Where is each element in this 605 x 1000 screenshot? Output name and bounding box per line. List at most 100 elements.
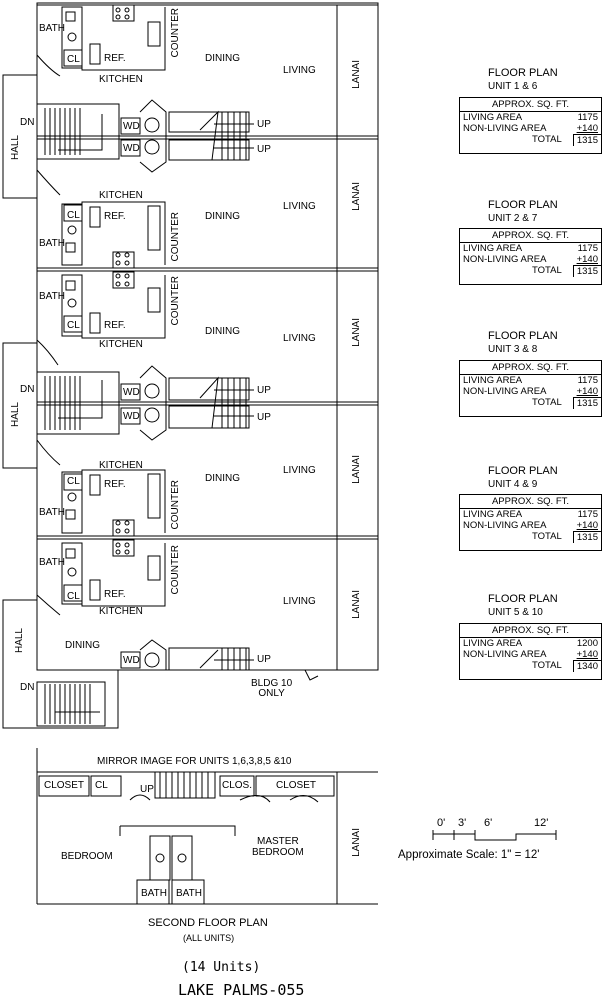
total-value: 1315 bbox=[572, 134, 601, 146]
room-label-lanai: LANAI bbox=[351, 590, 362, 619]
unit-1-core bbox=[61, 4, 166, 71]
room-label-living: LIVING bbox=[283, 333, 316, 344]
room-label-bath: BATH bbox=[39, 238, 65, 249]
room-label-bath: BATH bbox=[39, 23, 65, 34]
stair-label-up: UP bbox=[257, 385, 271, 396]
total-value: 1315 bbox=[572, 397, 601, 409]
room-label-closet: CLOSET bbox=[44, 780, 85, 791]
floor-plan-title: FLOOR PLAN bbox=[488, 330, 558, 342]
stair-label-up: UP bbox=[257, 654, 271, 665]
sqft-header: APPROX. SQ. FT. bbox=[460, 98, 601, 112]
scale-tick-6: 6' bbox=[484, 817, 493, 829]
room-label-counter: COUNTER bbox=[170, 8, 181, 58]
nonliving-area-label: NON-LIVING AREA bbox=[463, 254, 547, 265]
room-label-cl: CL bbox=[95, 780, 108, 791]
unit-4-core bbox=[61, 469, 166, 537]
room-label-kitchen: KITCHEN bbox=[99, 339, 143, 350]
stair-block-1 bbox=[36, 99, 254, 173]
living-area-value: 1175 bbox=[577, 112, 598, 123]
appliance-label-wd: WD bbox=[123, 387, 140, 398]
room-label-cl: CL bbox=[67, 476, 80, 487]
scale-caption: Approximate Scale: 1" = 12' bbox=[398, 849, 540, 861]
room-label-dining: DINING bbox=[205, 473, 240, 484]
hall-3-wall bbox=[2, 599, 119, 729]
stair-label-dn: DN bbox=[20, 117, 35, 128]
room-label-bath: BATH bbox=[39, 291, 65, 302]
room-label-living: LIVING bbox=[283, 201, 316, 212]
room-label-cl: CL bbox=[67, 320, 80, 331]
nonliving-area-value: +140 bbox=[576, 123, 598, 134]
second-floor-subtitle: (ALL UNITS) bbox=[183, 933, 235, 943]
room-label-dining: DINING bbox=[205, 53, 240, 64]
room-label-hall: HALL bbox=[10, 135, 21, 161]
sqft-header: APPROX. SQ. FT. bbox=[460, 495, 601, 509]
living-area-label: LIVING AREA bbox=[463, 375, 523, 386]
second-floor-outline bbox=[36, 748, 378, 905]
floor-plan-units: UNIT 3 & 8 bbox=[488, 344, 538, 355]
room-label-ref: REF. bbox=[104, 53, 126, 64]
room-label-cl: CL bbox=[67, 591, 80, 602]
appliance-label-wd: WD bbox=[123, 121, 140, 132]
room-label-counter: COUNTER bbox=[170, 545, 181, 595]
second-floor-title: SECOND FLOOR PLAN bbox=[148, 917, 268, 929]
stair-label-up: UP bbox=[257, 412, 271, 423]
room-label-lanai: LANAI bbox=[351, 182, 362, 211]
sqft-header: APPROX. SQ. FT. bbox=[460, 229, 601, 243]
living-area-label: LIVING AREA bbox=[463, 112, 523, 123]
room-label-kitchen: KITCHEN bbox=[99, 460, 143, 471]
bldg-10-note: BLDG 10 ONLY bbox=[251, 678, 293, 699]
sqft-table: APPROX. SQ. FT. LIVING AREA 1175 NON-LIVI… bbox=[459, 360, 602, 417]
room-label-ref: REF. bbox=[104, 320, 126, 331]
floor-plan-units: UNIT 2 & 7 bbox=[488, 213, 538, 224]
nonliving-area-label: NON-LIVING AREA bbox=[463, 123, 547, 134]
room-label-bath: BATH bbox=[141, 888, 167, 899]
stair-label-up: UP bbox=[257, 119, 271, 130]
total-label: TOTAL bbox=[532, 660, 562, 671]
room-label-bath: BATH bbox=[176, 888, 202, 899]
floor-plan-title: FLOOR PLAN bbox=[488, 199, 558, 211]
mirror-note: MIRROR IMAGE FOR UNITS 1,6,3,8,5 &10 bbox=[97, 756, 292, 767]
room-label-bath: BATH bbox=[39, 557, 65, 568]
stair-label-dn: DN bbox=[20, 384, 35, 395]
floor-plan-units: UNIT 5 & 10 bbox=[488, 607, 543, 618]
stair-block-2 bbox=[36, 365, 254, 441]
scale-tick-0: 0' bbox=[437, 817, 446, 829]
stair-label-up: UP bbox=[257, 144, 271, 155]
total-label: TOTAL bbox=[532, 134, 562, 145]
sqft-header: APPROX. SQ. FT. bbox=[460, 361, 601, 375]
unit-2-core bbox=[61, 201, 166, 269]
room-label-kitchen: KITCHEN bbox=[99, 190, 143, 201]
floor-plan-title: FLOOR PLAN bbox=[488, 465, 558, 477]
scale-tick-3: 3' bbox=[458, 817, 467, 829]
living-area-value: 1175 bbox=[577, 375, 598, 386]
hall-2-wall bbox=[2, 342, 37, 469]
sqft-header: APPROX. SQ. FT. bbox=[460, 624, 601, 638]
appliance-label-wd: WD bbox=[123, 655, 140, 666]
living-area-value: 1175 bbox=[577, 243, 598, 254]
floor-plan-title: FLOOR PLAN bbox=[488, 67, 558, 79]
room-label-counter: COUNTER bbox=[170, 480, 181, 530]
scale-bar bbox=[432, 830, 557, 841]
room-label-bedroom: BEDROOM bbox=[61, 851, 113, 862]
project-name: LAKE PALMS-055 bbox=[178, 981, 305, 999]
room-label-living: LIVING bbox=[283, 65, 316, 76]
appliance-label-wd: WD bbox=[123, 143, 140, 154]
room-label-lanai: LANAI bbox=[351, 318, 362, 347]
room-label-hall: HALL bbox=[10, 402, 21, 428]
nonliving-area-label: NON-LIVING AREA bbox=[463, 520, 547, 531]
total-label: TOTAL bbox=[532, 265, 562, 276]
room-label-bath: BATH bbox=[39, 507, 65, 518]
nonliving-area-label: NON-LIVING AREA bbox=[463, 386, 547, 397]
room-label-clos: CLOS. bbox=[222, 780, 253, 791]
room-label-living: LIVING bbox=[283, 465, 316, 476]
room-label-counter: COUNTER bbox=[170, 276, 181, 326]
room-label-cl: CL bbox=[67, 210, 80, 221]
total-label: TOTAL bbox=[532, 397, 562, 408]
living-area-label: LIVING AREA bbox=[463, 638, 523, 649]
nonliving-area-label: NON-LIVING AREA bbox=[463, 649, 547, 660]
floor-plan-units: UNIT 4 & 9 bbox=[488, 479, 538, 490]
floor-plan-units: UNIT 1 & 6 bbox=[488, 81, 538, 92]
